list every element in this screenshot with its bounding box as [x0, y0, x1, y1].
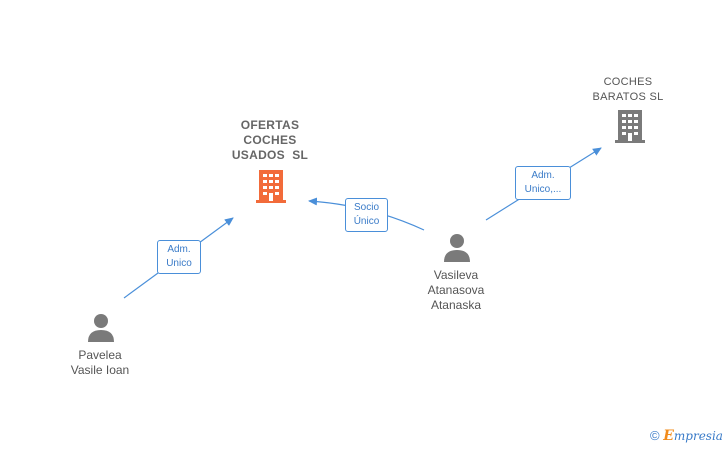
edge-label-line: Adm. — [167, 244, 191, 255]
person-name-line: Atanasova — [427, 283, 485, 297]
company-label-coches[interactable]: COCHES BARATOS SL — [578, 75, 678, 105]
empresia-watermark: © Empresia — [650, 428, 723, 444]
company-name-line: OFERTAS — [240, 118, 300, 132]
person-name-line: Vasile Ioan — [70, 363, 130, 377]
person-label-vasileva[interactable]: Vasileva Atanasova Atanaska — [404, 268, 508, 313]
empresia-logo: Empresia — [663, 428, 723, 444]
logo-rest: mpresia — [673, 429, 723, 443]
person-name-line: Vasileva — [433, 268, 479, 282]
building-icon[interactable] — [255, 168, 287, 204]
company-name-line: COCHES — [243, 133, 297, 147]
company-label-ofertas[interactable]: OFERTAS COCHES USADOS SL — [210, 118, 330, 163]
person-name-line: Pavelea — [78, 348, 122, 362]
edge-label-adm-unico[interactable]: Adm. Unico — [157, 240, 201, 274]
company-name-line: COCHES — [603, 76, 653, 88]
logo-initial: E — [663, 428, 674, 444]
edge-label-line: Socio — [353, 202, 379, 213]
edge-label-line: Unico,... — [524, 184, 562, 195]
company-name-line: USADOS SL — [231, 148, 309, 162]
person-label-pavelea[interactable]: Pavelea Vasile Ioan — [48, 348, 152, 378]
person-icon[interactable] — [86, 312, 116, 342]
edge-label-line: Unico — [166, 258, 192, 269]
person-name-line: Atanaska — [430, 298, 482, 312]
person-icon[interactable] — [442, 232, 472, 262]
edge-label-line: Adm. — [531, 170, 555, 181]
company-name-line: BARATOS SL — [592, 91, 664, 103]
edge-label-adm-unico-more[interactable]: Adm. Unico,... — [515, 166, 571, 200]
edge-label-line: Único — [353, 216, 380, 227]
copyright-symbol: © — [650, 428, 660, 443]
building-icon[interactable] — [614, 108, 646, 144]
edge-label-socio-unico[interactable]: Socio Único — [345, 198, 388, 232]
